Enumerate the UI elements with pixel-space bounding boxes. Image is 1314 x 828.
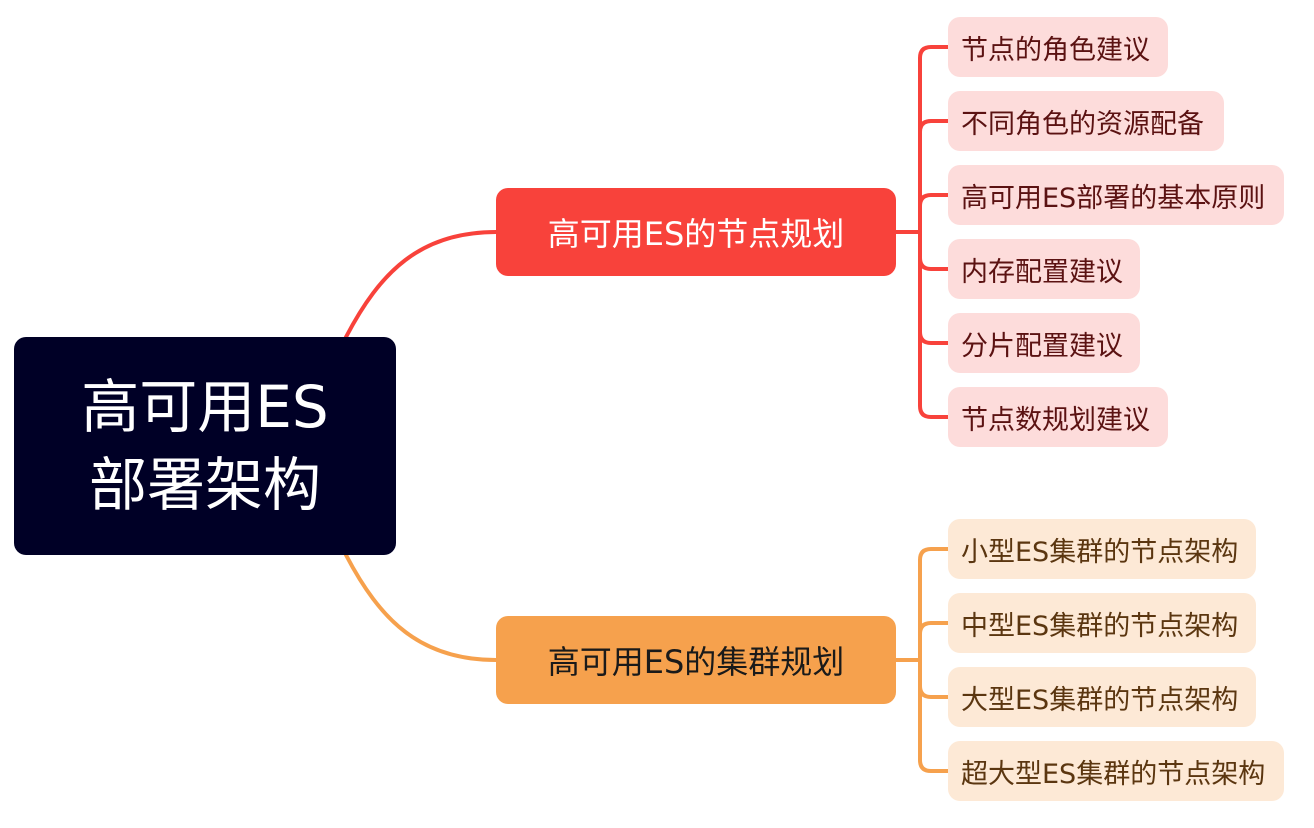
leaf-node-memory-config[interactable]: 内存配置建议 [948, 239, 1140, 299]
branch-2-tick-2 [918, 621, 950, 636]
leaf-label: 中型ES集群的节点架构 [961, 610, 1239, 642]
leaf-node-role-suggestion[interactable]: 节点的角色建议 [948, 17, 1168, 77]
leaf-node-resource-allocation[interactable]: 不同角色的资源配备 [948, 91, 1224, 151]
leaf-label: 大型ES集群的节点架构 [961, 684, 1239, 716]
leaf-node-large-cluster[interactable]: 大型ES集群的节点架构 [948, 667, 1256, 727]
leaf-node-medium-cluster[interactable]: 中型ES集群的节点架构 [948, 593, 1256, 653]
leaf-label: 超大型ES集群的节点架构 [961, 758, 1266, 790]
leaf-label: 节点数规划建议 [961, 404, 1150, 436]
branch-2-spine [918, 547, 950, 773]
branch-1-tick-3 [918, 193, 950, 208]
leaf-node-xlarge-cluster[interactable]: 超大型ES集群的节点架构 [948, 741, 1284, 801]
leaf-label: 内存配置建议 [961, 256, 1123, 288]
branch-1-leaf-connectors [894, 45, 950, 419]
leaf-node-deploy-principles[interactable]: 高可用ES部署的基本原则 [948, 165, 1284, 225]
root-title-line-2: 部署架构 [88, 451, 321, 519]
branch-1-spine [918, 45, 950, 419]
branch-label: 高可用ES的节点规划 [547, 215, 845, 253]
root-title-line-1: 高可用ES [81, 373, 329, 441]
branch-2-leaf-connectors [894, 547, 950, 773]
leaf-label: 节点的角色建议 [961, 34, 1150, 66]
leaf-label: 不同角色的资源配备 [961, 108, 1204, 140]
root-node[interactable]: 高可用ES 部署架构 [14, 337, 396, 555]
leaf-label: 高可用ES部署的基本原则 [961, 182, 1266, 214]
leaf-node-small-cluster[interactable]: 小型ES集群的节点架构 [948, 519, 1256, 579]
branch-1-tick-4 [918, 256, 950, 271]
branch-2-tick-3 [918, 684, 950, 699]
branch-node-cluster-planning[interactable]: 高可用ES的集群规划 [496, 616, 896, 704]
root-to-branch-1-connector [344, 230, 498, 339]
leaf-node-node-count[interactable]: 节点数规划建议 [948, 387, 1168, 447]
root-to-branch-2-connector [344, 553, 498, 662]
leaf-node-shard-config[interactable]: 分片配置建议 [948, 313, 1140, 373]
branch-1-tick-2 [918, 119, 950, 134]
branch-1-tick-5 [918, 330, 950, 345]
leaf-label: 分片配置建议 [961, 330, 1123, 362]
branch-node-node-planning[interactable]: 高可用ES的节点规划 [496, 188, 896, 276]
leaf-label: 小型ES集群的节点架构 [961, 536, 1239, 568]
branch-label: 高可用ES的集群规划 [547, 643, 845, 681]
